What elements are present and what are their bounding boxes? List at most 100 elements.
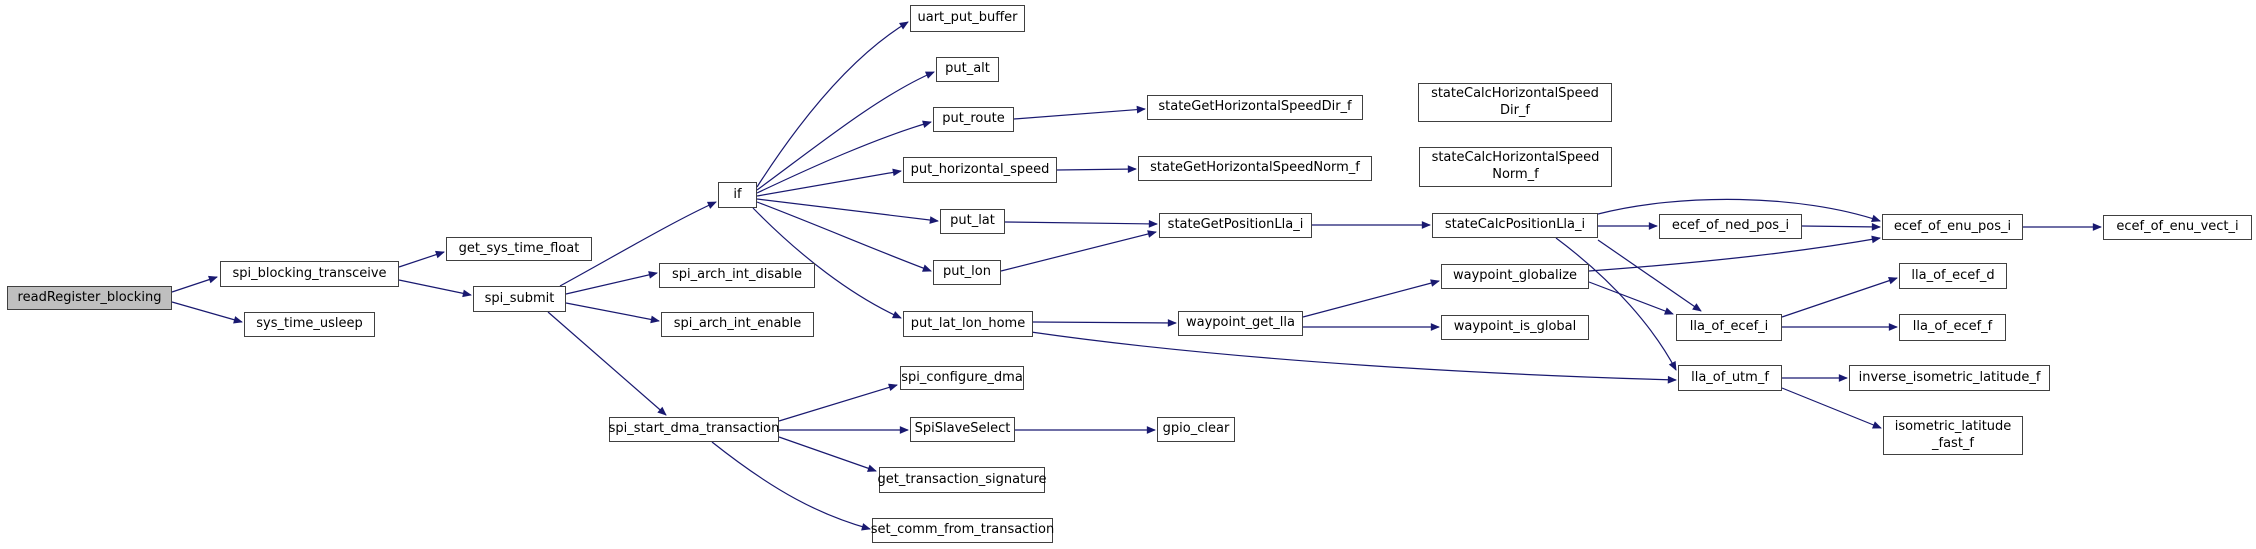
node-waypoint_get_lla[interactable]: waypoint_get_lla	[1178, 311, 1303, 336]
node-label: put_lat	[950, 213, 995, 229]
edge-readRegister_blocking-to-spi_blocking_transceive	[171, 275, 218, 293]
node-spi_arch_int_enable[interactable]: spi_arch_int_enable	[661, 312, 814, 337]
edge-stateCalcPositionLla_i-to-lla_of_utm_f	[1555, 237, 1677, 371]
edge-spi_submit-to-spi_arch_int_enable	[565, 302, 660, 324]
node-lla_of_ecef_i[interactable]: lla_of_ecef_i	[1676, 314, 1782, 341]
node-label: uart_put_buffer	[917, 10, 1018, 26]
node-label: sys_time_usleep	[256, 316, 363, 332]
node-stateCalcPositionLla_i[interactable]: stateCalcPositionLla_i	[1432, 213, 1598, 238]
node-spi_submit[interactable]: spi_submit	[473, 286, 566, 312]
node-lla_of_utm_f[interactable]: lla_of_utm_f	[1678, 365, 1782, 391]
edge-spi_submit-to-spi_start_dma_transaction	[547, 311, 667, 416]
edge-waypoint_get_lla-to-waypoint_globalize	[1302, 279, 1440, 318]
edge-if-to-put_lat_lon_home	[752, 207, 902, 319]
edge-put_horizontal_speed-to-stateGetHorizontalSpeedNorm_f	[1056, 165, 1137, 173]
edge-spi_start_dma_transaction-to-set_comm_from_transaction	[711, 441, 871, 531]
node-label: get_transaction_signature	[877, 471, 1047, 487]
node-label: readRegister_blocking	[17, 289, 162, 305]
node-set_comm_from_transaction[interactable]: set_comm_from_transaction	[870, 518, 1055, 543]
node-put_lat[interactable]: put_lat	[940, 209, 1005, 234]
node-stateGetHorizontalSpeedNorm_f[interactable]: stateGetHorizontalSpeedNorm_f	[1138, 156, 1372, 181]
node-waypoint_is_global[interactable]: waypoint_is_global	[1441, 315, 1589, 340]
node-label: lla_of_ecef_d	[1911, 267, 1995, 283]
node-put_alt[interactable]: put_alt	[936, 57, 999, 82]
node-label: lla_of_ecef_i	[1689, 319, 1769, 335]
node-lla_of_ecef_d[interactable]: lla_of_ecef_d	[1899, 263, 2007, 289]
node-put_lon[interactable]: put_lon	[933, 260, 1001, 285]
node-lla_of_ecef_f[interactable]: lla_of_ecef_f	[1899, 314, 2006, 341]
node-label: spi_configure_dma	[901, 369, 1023, 385]
node-label: gpio_clear	[1162, 421, 1230, 437]
edge-put_lat-to-stateGetPositionLla_i	[1004, 220, 1158, 228]
node-label: stateCalcHorizontalSpeed	[1431, 150, 1600, 166]
edge-spi_submit-to-if	[559, 201, 717, 287]
node-label: spi_submit	[484, 290, 555, 306]
node-get_transaction_signature[interactable]: get_transaction_signature	[877, 467, 1047, 493]
edge-if-to-put_lat	[756, 198, 939, 224]
edge-if-to-put_lon	[756, 201, 932, 272]
node-spi_arch_int_disable[interactable]: spi_arch_int_disable	[659, 263, 815, 288]
node-label: stateCalcPositionLla_i	[1444, 217, 1586, 233]
node-label: waypoint_is_global	[1453, 319, 1577, 335]
node-put_route[interactable]: put_route	[933, 107, 1014, 132]
node-label: ecef_of_ned_pos_i	[1671, 218, 1790, 234]
node-put_lat_lon_home[interactable]: put_lat_lon_home	[903, 311, 1033, 337]
node-label: spi_start_dma_transaction	[608, 421, 780, 437]
node-label: get_sys_time_float	[458, 240, 580, 256]
edge-put_lon-to-stateGetPositionLla_i	[1000, 230, 1157, 272]
edge-spi_start_dma_transaction-to-get_transaction_signature	[778, 436, 877, 472]
node-ecef_of_enu_vect_i[interactable]: ecef_of_enu_vect_i	[2103, 215, 2252, 240]
node-label: _fast_f	[1932, 435, 1974, 451]
node-stateGetHorizontalSpeedDir_f[interactable]: stateGetHorizontalSpeedDir_f	[1147, 95, 1363, 120]
edge-lla_of_ecef_i-to-lla_of_ecef_d	[1781, 276, 1898, 318]
node-spi_start_dma_transaction[interactable]: spi_start_dma_transaction	[609, 417, 779, 442]
node-label: lla_of_utm_f	[1691, 369, 1769, 385]
edge-group	[171, 21, 2102, 531]
node-put_horizontal_speed[interactable]: put_horizontal_speed	[903, 157, 1057, 183]
node-label: stateCalcHorizontalSpeed	[1431, 85, 1599, 101]
edge-readRegister_blocking-to-sys_time_usleep	[171, 301, 243, 324]
edge-if-to-put_route	[756, 120, 932, 194]
node-label: spi_arch_int_enable	[673, 316, 802, 332]
edge-spi_submit-to-spi_arch_int_disable	[565, 271, 658, 295]
node-ecef_of_ned_pos_i[interactable]: ecef_of_ned_pos_i	[1659, 214, 1802, 239]
node-SpiSlaveSelect[interactable]: SpiSlaveSelect	[910, 417, 1015, 442]
edge-spi_start_dma_transaction-to-spi_configure_dma	[778, 383, 898, 422]
node-isometric_latitude_fast_f[interactable]: isometric_latitude_fast_f	[1883, 416, 2023, 455]
node-label: put_alt	[945, 61, 990, 77]
node-uart_put_buffer[interactable]: uart_put_buffer	[910, 5, 1025, 32]
node-stateGetPositionLla_i[interactable]: stateGetPositionLla_i	[1159, 213, 1312, 238]
node-get_sys_time_float[interactable]: get_sys_time_float	[446, 237, 592, 261]
node-if[interactable]: if	[718, 182, 757, 208]
node-gpio_clear[interactable]: gpio_clear	[1157, 417, 1235, 442]
node-label: SpiSlaveSelect	[914, 421, 1011, 437]
node-label: set_comm_from_transaction	[870, 522, 1055, 538]
node-label: put_horizontal_speed	[910, 161, 1050, 177]
edge-spi_blocking_transceive-to-get_sys_time_float	[398, 250, 445, 268]
node-label: waypoint_get_lla	[1186, 315, 1295, 331]
node-spi_blocking_transceive[interactable]: spi_blocking_transceive	[220, 261, 399, 287]
edge-put_lat_lon_home-to-lla_of_utm_f	[1030, 331, 1677, 384]
edge-stateCalcPositionLla_i-to-ecef_of_enu_pos_i	[1597, 198, 1881, 223]
edge-ecef_of_ned_pos_i-to-ecef_of_enu_pos_i	[1801, 223, 1881, 231]
node-sys_time_usleep[interactable]: sys_time_usleep	[244, 312, 375, 337]
edge-stateCalcPositionLla_i-to-lla_of_ecef_i	[1597, 239, 1702, 312]
node-label: stateGetPositionLla_i	[1167, 217, 1304, 233]
node-waypoint_globalize[interactable]: waypoint_globalize	[1441, 264, 1589, 289]
node-label: lla_of_ecef_f	[1912, 319, 1993, 335]
node-inverse_isometric_latitude_f[interactable]: inverse_isometric_latitude_f	[1849, 365, 2050, 391]
node-readRegister_blocking: readRegister_blocking	[7, 286, 172, 310]
edge-put_lat_lon_home-to-waypoint_get_lla	[1032, 319, 1177, 327]
node-ecef_of_enu_pos_i[interactable]: ecef_of_enu_pos_i	[1882, 214, 2023, 240]
node-label: ecef_of_enu_pos_i	[1893, 218, 2012, 234]
edge-if-to-put_horizontal_speed	[756, 168, 902, 197]
node-spi_configure_dma[interactable]: spi_configure_dma	[900, 366, 1024, 390]
node-label: put_lon	[943, 264, 991, 280]
edge-put_route-to-stateGetHorizontalSpeedDir_f	[1013, 105, 1146, 120]
edge-waypoint_globalize-to-lla_of_ecef_i	[1588, 281, 1674, 315]
node-label: isometric_latitude	[1894, 418, 2012, 434]
